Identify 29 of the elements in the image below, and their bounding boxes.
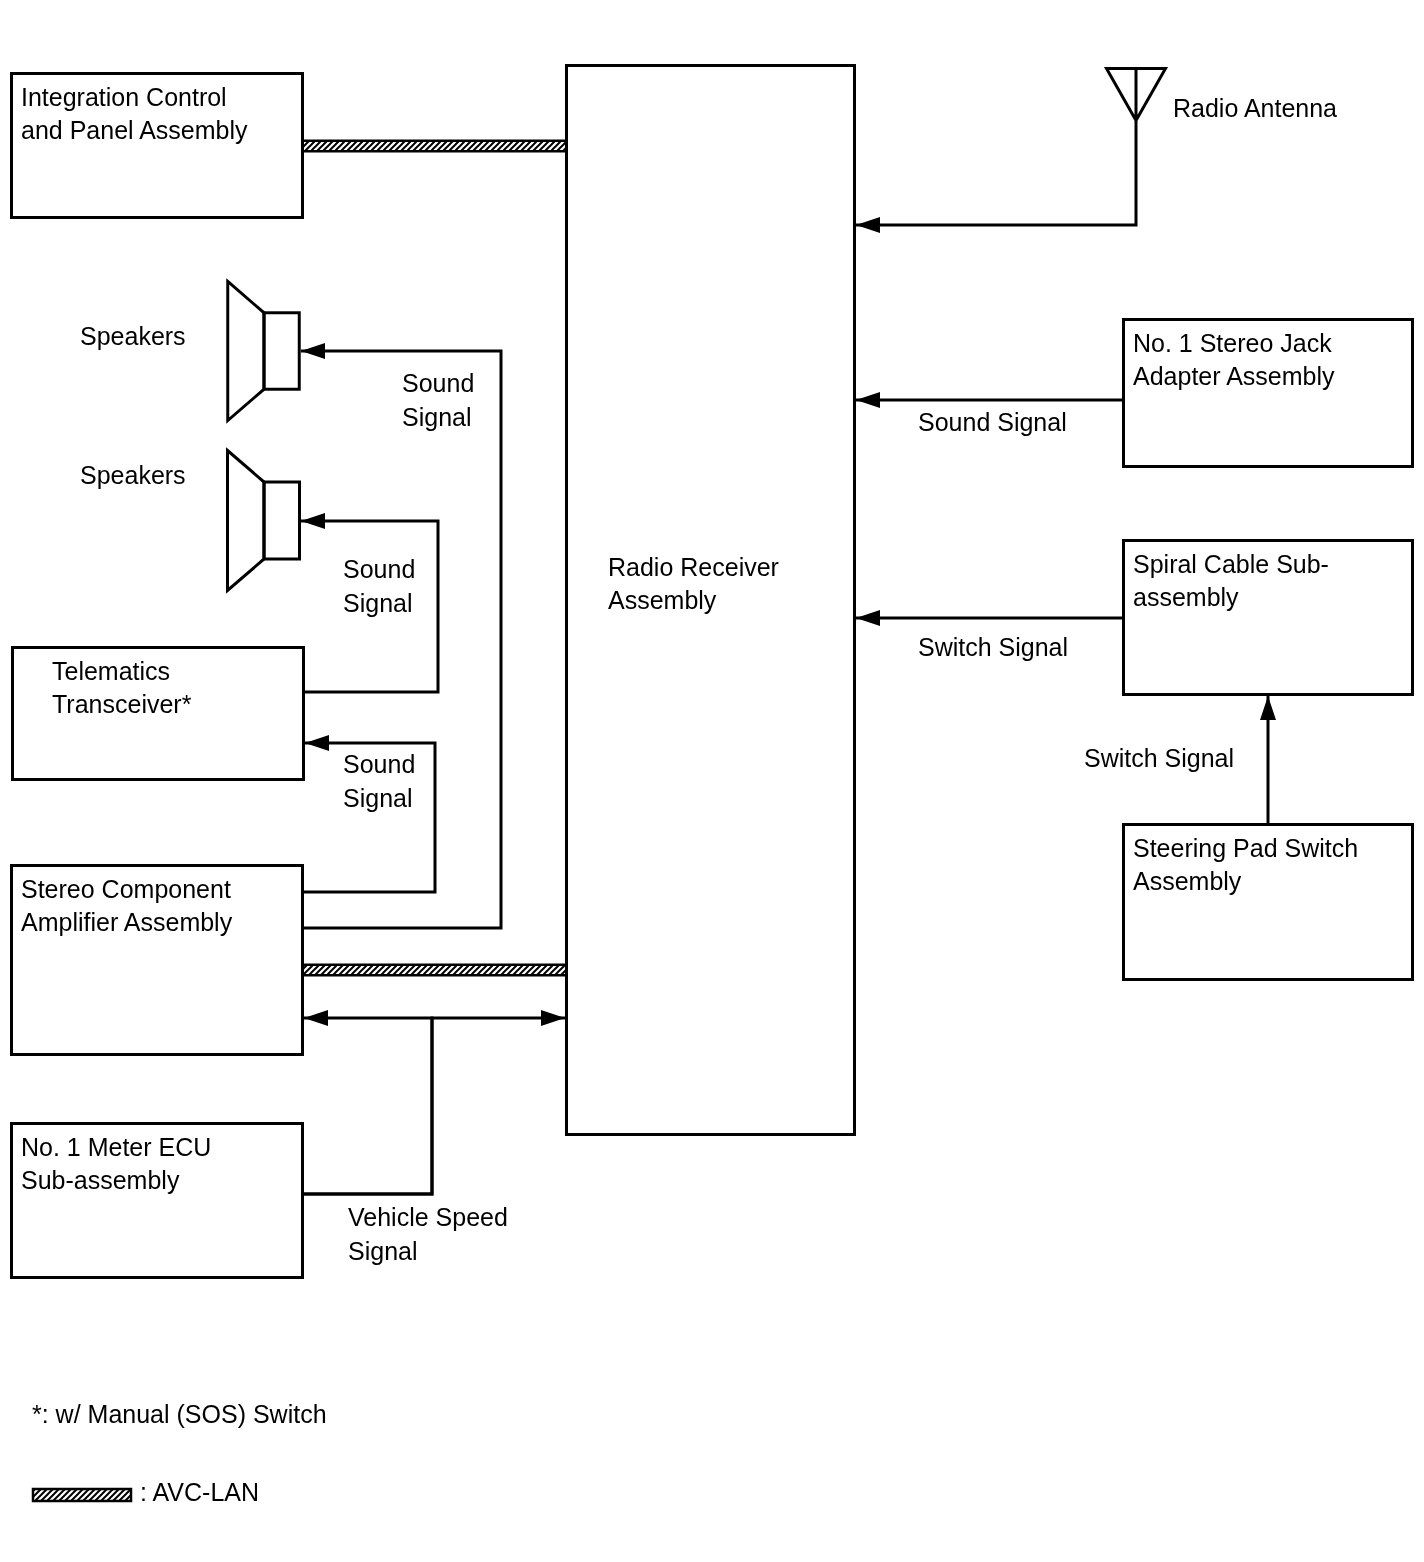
footnote: *: w/ Manual (SOS) Switch <box>32 1399 327 1430</box>
component-box <box>10 1122 304 1279</box>
component-box <box>1122 823 1414 981</box>
component-name: No. 1 Stereo Jack Adapter Assembly <box>1133 328 1336 392</box>
arrow <box>304 1010 565 1196</box>
arrow <box>1260 696 1276 823</box>
component-box <box>10 72 304 219</box>
component-name: Stereo Component Amplifier Assembly <box>21 874 234 938</box>
component-label: Radio Antenna <box>1173 93 1338 124</box>
component-box <box>565 64 856 1136</box>
arrow <box>301 343 503 930</box>
component-name: No. 1 Meter ECU Sub-assembly <box>21 1132 213 1196</box>
arrow <box>856 610 1122 626</box>
component-label: Speakers <box>80 321 186 352</box>
arrow <box>304 735 437 894</box>
component-name: Steering Pad Switch Assembly <box>1133 833 1360 897</box>
component-name: Integration Control and Panel Assembly <box>21 82 249 146</box>
component-name: Spiral Cable Sub-assembly <box>1133 549 1330 613</box>
arrow <box>301 513 440 694</box>
component-box <box>11 646 305 781</box>
component-box <box>1122 539 1414 696</box>
arrow <box>856 392 1122 408</box>
arrow <box>856 122 1138 233</box>
component-box <box>10 864 304 1056</box>
component-label: Speakers <box>80 460 186 491</box>
legend-text: : AVC-LAN <box>140 1477 260 1508</box>
component-name: Telematics Transceiver* <box>52 656 193 720</box>
component-name: Radio Receiver Assembly <box>608 552 780 616</box>
component-box <box>1122 318 1414 468</box>
